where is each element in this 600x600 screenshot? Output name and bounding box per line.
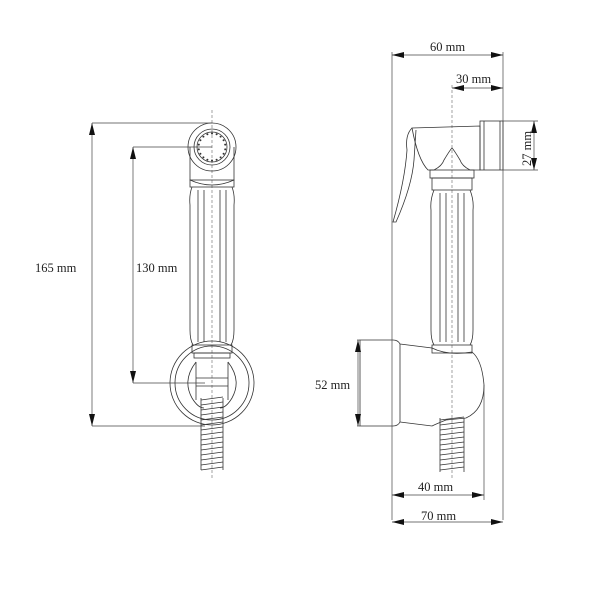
dimension-70mm: 70 mm xyxy=(392,509,503,525)
dimension-165mm: 165 mm xyxy=(35,122,212,427)
side-view: 60 mm 30 mm 27 mm 52 mm xyxy=(315,40,538,525)
spray-holes xyxy=(197,132,227,162)
wall-holder-side xyxy=(359,339,485,427)
dim-label-30: 30 mm xyxy=(456,72,491,86)
dimension-60mm: 60 mm xyxy=(391,40,504,520)
dim-label-40: 40 mm xyxy=(418,480,453,494)
dimension-52mm: 52 mm xyxy=(315,339,361,427)
dim-label-60: 60 mm xyxy=(430,40,465,54)
dimension-30mm: 30 mm xyxy=(452,72,503,91)
hose-side xyxy=(439,416,465,472)
hose-front xyxy=(200,396,224,471)
handle-side xyxy=(430,189,474,354)
handle-front xyxy=(189,186,235,359)
dim-label-27: 27 mm xyxy=(520,131,534,166)
dimension-40mm: 40 mm xyxy=(392,385,485,500)
sprayer-head-side xyxy=(392,120,504,223)
dimension-27mm: 27 mm xyxy=(503,120,538,171)
dimension-130mm: 130 mm xyxy=(130,146,212,384)
dim-label-165: 165 mm xyxy=(35,261,77,275)
dim-label-70: 70 mm xyxy=(421,509,456,523)
dim-label-52: 52 mm xyxy=(315,378,350,392)
dim-label-130: 130 mm xyxy=(136,261,178,275)
front-view: 165 mm 130 mm xyxy=(35,110,255,478)
